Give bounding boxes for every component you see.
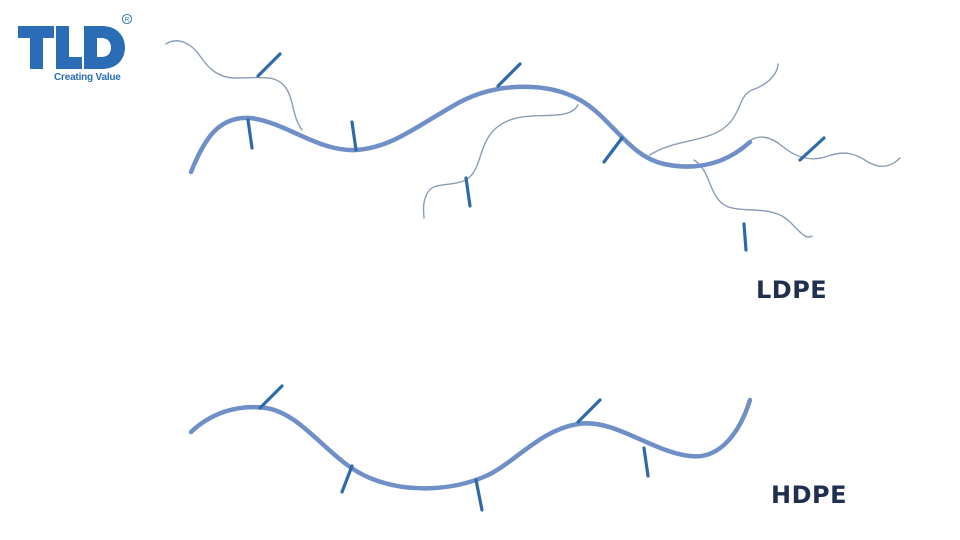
ldpe-side-group bbox=[798, 136, 826, 162]
ldpe-side-group bbox=[256, 52, 282, 78]
ldpe-branch bbox=[649, 63, 779, 156]
hdpe-side-group bbox=[340, 464, 354, 494]
ldpe-side-group bbox=[246, 118, 254, 150]
hdpe-side-group bbox=[642, 446, 650, 478]
logo-tagline: Creating Value bbox=[54, 72, 121, 83]
company-logo: R Creating Value bbox=[14, 12, 136, 88]
ldpe-side-group bbox=[496, 62, 522, 88]
ldpe-side-group bbox=[350, 120, 358, 152]
ldpe-main-chain bbox=[188, 84, 753, 175]
ldpe-branch bbox=[747, 136, 901, 168]
ldpe-branch bbox=[693, 159, 813, 238]
hdpe-side-group bbox=[474, 478, 484, 512]
ldpe-side-group bbox=[602, 136, 624, 164]
ldpe-branch bbox=[422, 104, 579, 219]
hdpe-side-group bbox=[576, 398, 602, 424]
hdpe-main-chain bbox=[188, 397, 753, 491]
ldpe-side-group bbox=[742, 222, 748, 252]
hdpe-side-group bbox=[258, 384, 284, 410]
tld-logo-mark: R bbox=[18, 13, 133, 69]
registered-mark: R bbox=[125, 16, 130, 23]
ldpe-branch bbox=[165, 40, 303, 131]
ldpe-side-group bbox=[464, 176, 472, 208]
ldpe-label: LDPE bbox=[756, 276, 828, 304]
hdpe-label: HDPE bbox=[771, 481, 847, 509]
